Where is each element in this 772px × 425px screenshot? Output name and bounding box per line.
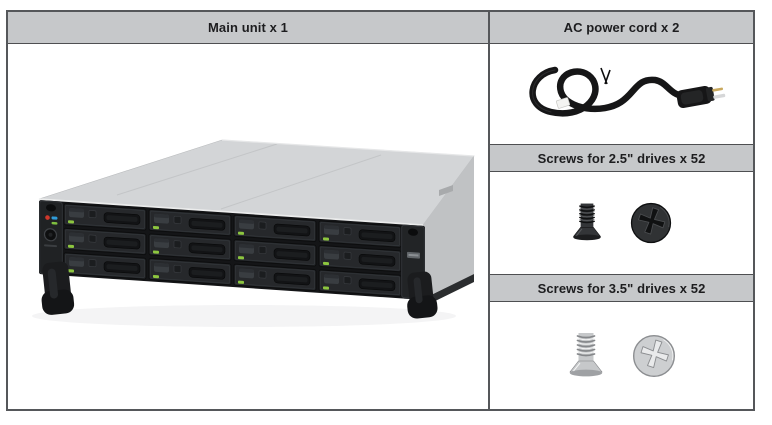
- screw-25-top-icon: [630, 202, 671, 244]
- main-unit-image-cell: [8, 44, 488, 409]
- ac-power-cord-header-label: AC power cord x 2: [563, 20, 680, 35]
- screws-35-header-label: Screws for 3.5" drives x 52: [537, 280, 706, 296]
- ac-power-cord-header: AC power cord x 2: [490, 12, 753, 44]
- right-ear-handle: [406, 271, 438, 319]
- alert-led-icon: [51, 216, 57, 220]
- screws-35-header: Screws for 3.5" drives x 52: [490, 274, 753, 302]
- chassis-side: [422, 156, 474, 299]
- left-rack-ear: [38, 200, 63, 276]
- ac-power-cord-image-cell: [490, 44, 753, 144]
- main-unit-column: Main unit x 1: [8, 12, 490, 409]
- screws-35-image-cell: [490, 302, 753, 409]
- screw-35-side-icon: [568, 332, 603, 376]
- screw-25-side-icon: [572, 203, 601, 241]
- main-unit-image: [31, 139, 475, 327]
- ear-mount-hole: [45, 204, 56, 212]
- accessories-column: AC power cord x 2: [490, 12, 753, 409]
- power-plug-icon: [675, 85, 725, 109]
- status-led-icon: [44, 215, 50, 220]
- screws-25-header-label: Screws for 2.5" drives x 52: [537, 150, 706, 166]
- main-unit-header: Main unit x 1: [8, 12, 488, 44]
- screw-35-top-icon: [632, 334, 675, 377]
- left-ear-handle: [41, 261, 74, 315]
- ear-mount-hole: [407, 228, 418, 236]
- cable-tie: [599, 67, 611, 85]
- power-led-icon: [51, 221, 57, 225]
- package-contents-table: Main unit x 1: [6, 10, 755, 411]
- screws-25-header: Screws for 2.5" drives x 52: [490, 144, 753, 172]
- ac-power-cord-image: [529, 66, 725, 117]
- main-unit-header-label: Main unit x 1: [207, 20, 289, 35]
- screws-25-image-cell: [490, 172, 753, 274]
- cable-label-tag: [555, 97, 570, 109]
